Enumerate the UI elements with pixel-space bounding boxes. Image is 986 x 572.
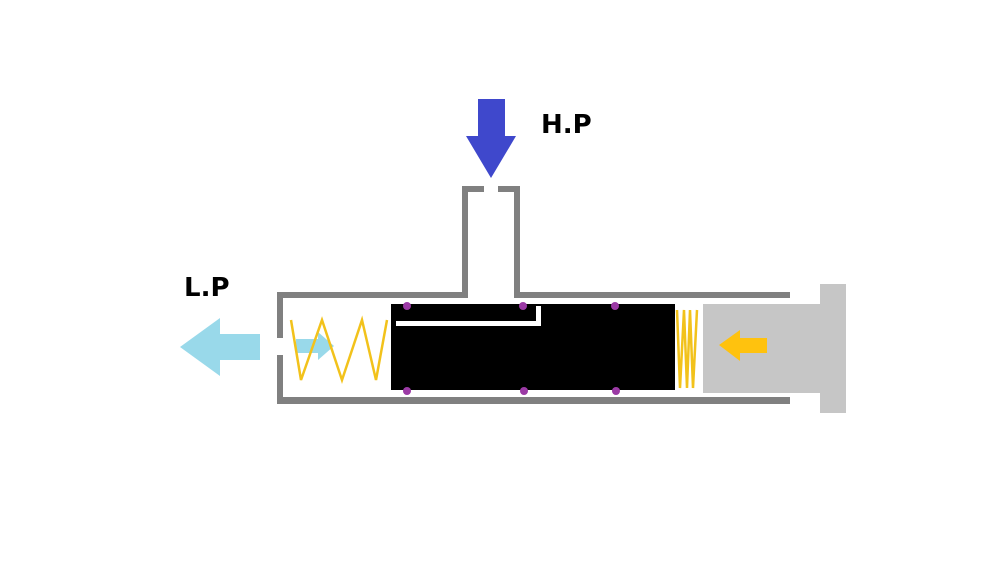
valve-housing <box>277 186 790 404</box>
outlet-flow-arrow-icon <box>296 332 334 360</box>
high-pressure-label: H.P <box>541 110 592 140</box>
seal-dots <box>403 302 620 395</box>
plunger <box>703 284 846 413</box>
seal-dot <box>520 387 528 395</box>
seal-dot <box>612 387 620 395</box>
push-arrow-icon <box>719 330 767 361</box>
low-pressure-label: L.P <box>184 273 230 303</box>
seal-dot <box>403 387 411 395</box>
low-pressure-arrow-icon <box>180 318 260 376</box>
left-spring <box>289 315 389 384</box>
high-pressure-arrow-icon <box>466 99 516 178</box>
seal-dot <box>403 302 411 310</box>
seal-dot <box>519 302 527 310</box>
seal-dot <box>611 302 619 310</box>
valve-spool <box>391 304 675 390</box>
right-spring <box>675 309 699 389</box>
